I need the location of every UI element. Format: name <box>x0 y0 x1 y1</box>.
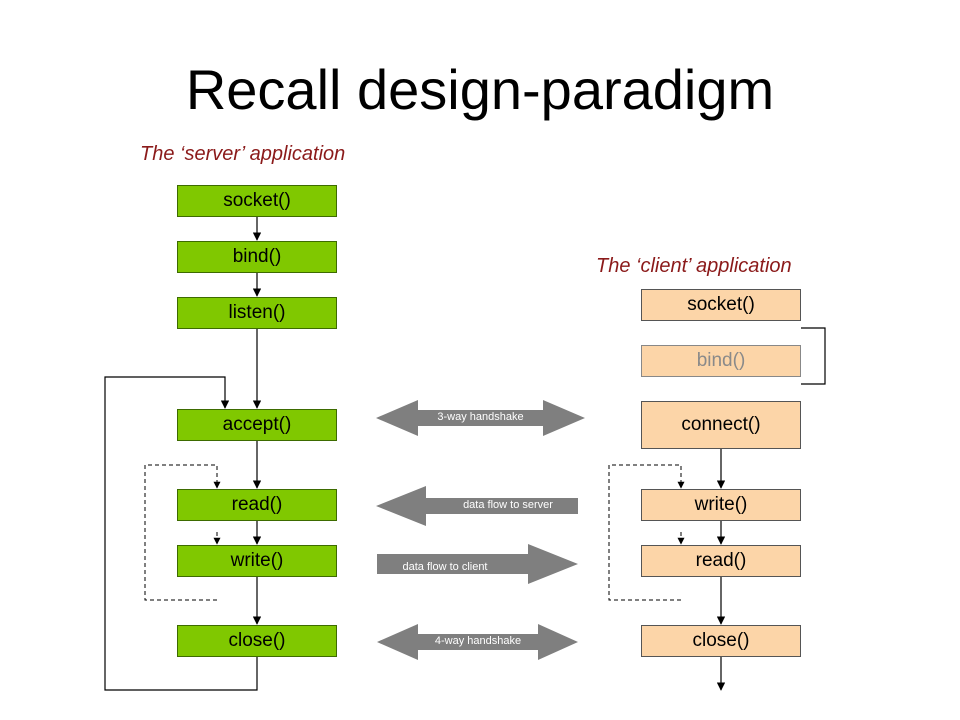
exchange-label-data-to-client: data flow to client <box>402 561 488 573</box>
client-step-bind: bind() <box>641 345 801 377</box>
server-step-write: write() <box>177 545 337 577</box>
server-step-listen: listen() <box>177 297 337 329</box>
client-writeread-loop <box>608 464 685 601</box>
exchange-label-3way-handshake: 3-way handshake <box>437 411 524 423</box>
exchange-arrow-4way-handshake <box>377 624 578 660</box>
server-readwrite-loop <box>144 464 221 601</box>
server-accept-loop <box>104 376 258 691</box>
server-step-accept: accept() <box>177 409 337 441</box>
server-step-close: close() <box>177 625 337 657</box>
client-step-socket: socket() <box>641 289 801 321</box>
client-step-read: read() <box>641 545 801 577</box>
exchange-arrow-3way-handshake <box>376 400 585 436</box>
slide-title: Recall design-paradigm <box>185 58 775 121</box>
server-caption: The ‘server’ application <box>140 143 346 165</box>
exchange-arrow-data-to-server <box>376 486 578 526</box>
client-step-close: close() <box>641 625 801 657</box>
exchange-arrow-data-to-client <box>377 544 578 584</box>
server-step-read: read() <box>177 489 337 521</box>
client-step-write: write() <box>641 489 801 521</box>
exchange-label-data-to-server: data flow to server <box>463 499 553 511</box>
client-step-connect: connect() <box>641 401 801 449</box>
client-caption: The ‘client’ application <box>596 255 792 277</box>
exchange-label-4way-handshake: 4-way handshake <box>434 635 522 647</box>
server-step-socket: socket() <box>177 185 337 217</box>
server-step-bind: bind() <box>177 241 337 273</box>
client-bind-bypass <box>801 327 826 385</box>
